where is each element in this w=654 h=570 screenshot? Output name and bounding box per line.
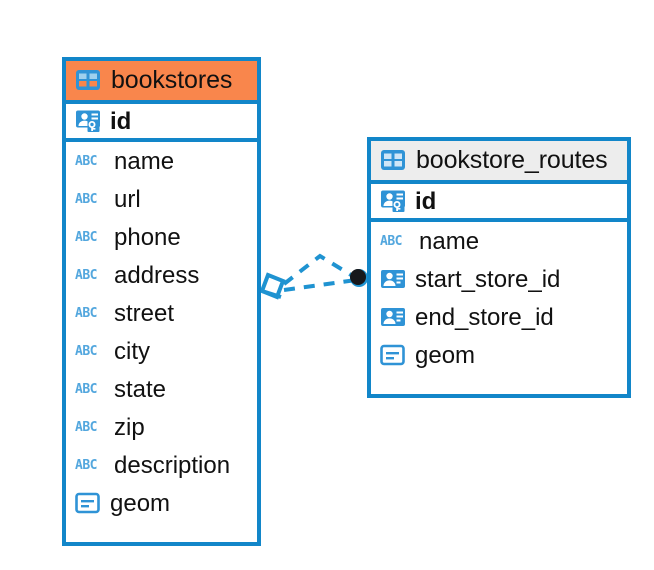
field-row-address[interactable]: ABC address xyxy=(66,256,257,294)
foreign-key-icon xyxy=(380,306,406,328)
entity-header-bookstore-routes[interactable]: bookstore_routes xyxy=(371,141,627,184)
field-label: address xyxy=(114,261,200,289)
field-row-description[interactable]: ABC description xyxy=(66,446,257,484)
field-label: zip xyxy=(114,413,145,441)
field-row-geom[interactable]: geom xyxy=(371,336,627,374)
abc-text-icon: ABC xyxy=(75,458,97,473)
field-row-url[interactable]: ABC url xyxy=(66,180,257,218)
field-label: state xyxy=(114,375,167,403)
field-label: name xyxy=(114,147,175,175)
field-list-bookstore-routes: id ABC name start_store_id xyxy=(371,184,627,374)
field-label: street xyxy=(114,299,175,327)
field-row-geom[interactable]: geom xyxy=(66,484,257,522)
geometry-icon xyxy=(380,344,406,366)
abc-text-icon: ABC xyxy=(75,230,97,245)
abc-text-icon: ABC xyxy=(75,306,97,321)
foreign-key-icon xyxy=(380,268,406,290)
field-list-bookstores: id ABC name ABC url ABC phone ABC addres… xyxy=(66,104,257,522)
field-label: start_store_id xyxy=(415,265,561,293)
primary-key-icon xyxy=(75,109,101,133)
field-label: url xyxy=(114,185,141,213)
field-label: phone xyxy=(114,223,181,251)
field-label: description xyxy=(114,451,231,479)
abc-text-icon: ABC xyxy=(75,268,97,283)
abc-text-icon: ABC xyxy=(380,234,402,249)
field-label: name xyxy=(419,227,480,255)
table-icon xyxy=(380,149,406,171)
field-label: geom xyxy=(415,341,476,369)
filled-circle-marker xyxy=(350,269,368,287)
field-row-zip[interactable]: ABC zip xyxy=(66,408,257,446)
field-label: id xyxy=(415,187,437,215)
field-row-end-store-id[interactable]: end_store_id xyxy=(371,298,627,336)
geometry-icon xyxy=(75,492,101,514)
table-icon xyxy=(75,69,101,91)
relationship-line-upper xyxy=(282,253,358,286)
relationship-line-lower xyxy=(283,278,357,292)
abc-text-icon: ABC xyxy=(75,192,97,207)
field-row-name[interactable]: ABC name xyxy=(371,222,627,260)
field-label: city xyxy=(114,337,150,365)
abc-text-icon: ABC xyxy=(75,154,97,169)
entity-header-bookstores[interactable]: bookstores xyxy=(66,61,257,104)
abc-text-icon: ABC xyxy=(75,344,97,359)
field-row-street[interactable]: ABC street xyxy=(66,294,257,332)
field-row-city[interactable]: ABC city xyxy=(66,332,257,370)
field-row-name[interactable]: ABC name xyxy=(66,142,257,180)
field-row-id[interactable]: id xyxy=(66,104,257,142)
entity-table-bookstores[interactable]: bookstores xyxy=(62,57,261,546)
entity-table-bookstore-routes[interactable]: bookstore_routes xyxy=(367,137,631,398)
field-label: end_store_id xyxy=(415,303,554,331)
primary-key-icon xyxy=(380,189,406,213)
field-row-state[interactable]: ABC state xyxy=(66,370,257,408)
abc-text-icon: ABC xyxy=(75,420,97,435)
entity-title: bookstore_routes xyxy=(416,146,608,174)
diamond-marker xyxy=(259,272,286,300)
field-row-phone[interactable]: ABC phone xyxy=(66,218,257,256)
entity-title: bookstores xyxy=(111,66,233,94)
field-row-id[interactable]: id xyxy=(371,184,627,222)
field-label: geom xyxy=(110,489,171,517)
field-label: id xyxy=(110,107,132,135)
abc-text-icon: ABC xyxy=(75,382,97,397)
field-row-start-store-id[interactable]: start_store_id xyxy=(371,260,627,298)
